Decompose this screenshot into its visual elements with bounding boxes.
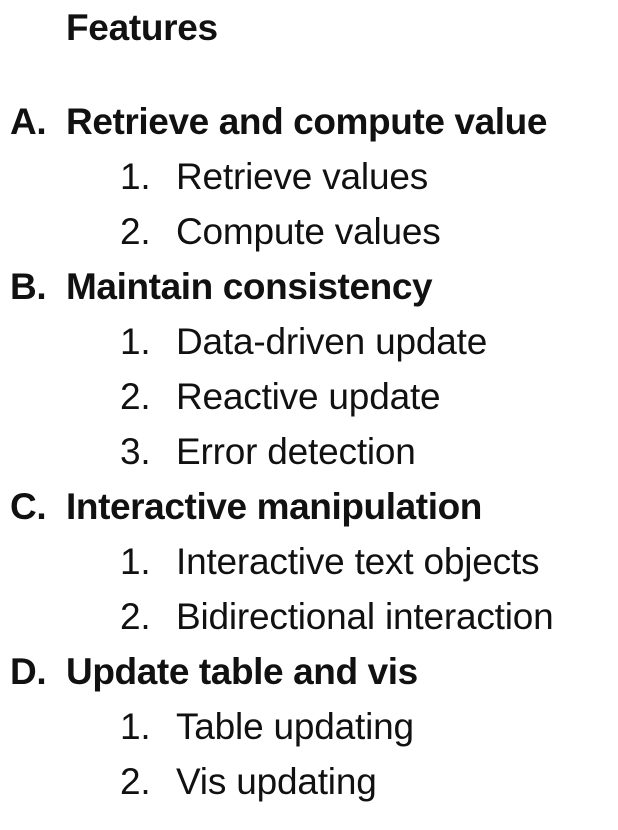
list-item: 2. Reactive update — [0, 373, 618, 428]
section-heading: B. Maintain consistency — [0, 263, 618, 318]
list-item-label: Reactive update — [176, 376, 441, 417]
list-item-number: 2. — [120, 211, 151, 252]
section-heading: C. Interactive manipulation — [0, 483, 618, 538]
section-marker: D. — [10, 651, 47, 692]
list-item: 2. Vis updating — [0, 758, 618, 813]
list-item: 3. Error detection — [0, 428, 618, 483]
features-list: A. Retrieve and compute value 1. Retriev… — [0, 98, 618, 813]
list-item-number: 2. — [120, 376, 151, 417]
list-item-label: Bidirectional interaction — [176, 596, 554, 637]
list-item-label: Retrieve values — [176, 156, 429, 197]
section-label: Retrieve and compute value — [66, 101, 548, 142]
list-item: 2. Compute values — [0, 208, 618, 263]
list-item-number: 2. — [120, 596, 151, 637]
list-item-label: Table updating — [176, 706, 414, 747]
list-item-number: 1. — [120, 541, 151, 582]
list-item: 1. Table updating — [0, 703, 618, 758]
list-item-number: 2. — [120, 761, 151, 802]
section-marker: C. — [10, 486, 47, 527]
section-label: Update table and vis — [66, 651, 418, 692]
section-heading: D. Update table and vis — [0, 648, 618, 703]
list-item-number: 1. — [120, 321, 151, 362]
page-title: Features — [66, 7, 218, 48]
list-item-label: Error detection — [176, 431, 416, 472]
list-item: 2. Bidirectional interaction — [0, 593, 618, 648]
section-label: Interactive manipulation — [66, 486, 482, 527]
list-item: 1. Retrieve values — [0, 153, 618, 208]
list-item-label: Vis updating — [176, 761, 377, 802]
section-label: Maintain consistency — [66, 266, 433, 307]
list-item-label: Interactive text objects — [176, 541, 540, 582]
list-item-number: 3. — [120, 431, 151, 472]
list-item-label: Compute values — [176, 211, 441, 252]
list-item-number: 1. — [120, 156, 151, 197]
list-item-label: Data-driven update — [176, 321, 488, 362]
list-item: 1. Interactive text objects — [0, 538, 618, 593]
section-heading: A. Retrieve and compute value — [0, 98, 618, 153]
list-item: 1. Data-driven update — [0, 318, 618, 373]
section-marker: A. — [10, 101, 47, 142]
list-item-number: 1. — [120, 706, 151, 747]
section-marker: B. — [10, 266, 47, 307]
